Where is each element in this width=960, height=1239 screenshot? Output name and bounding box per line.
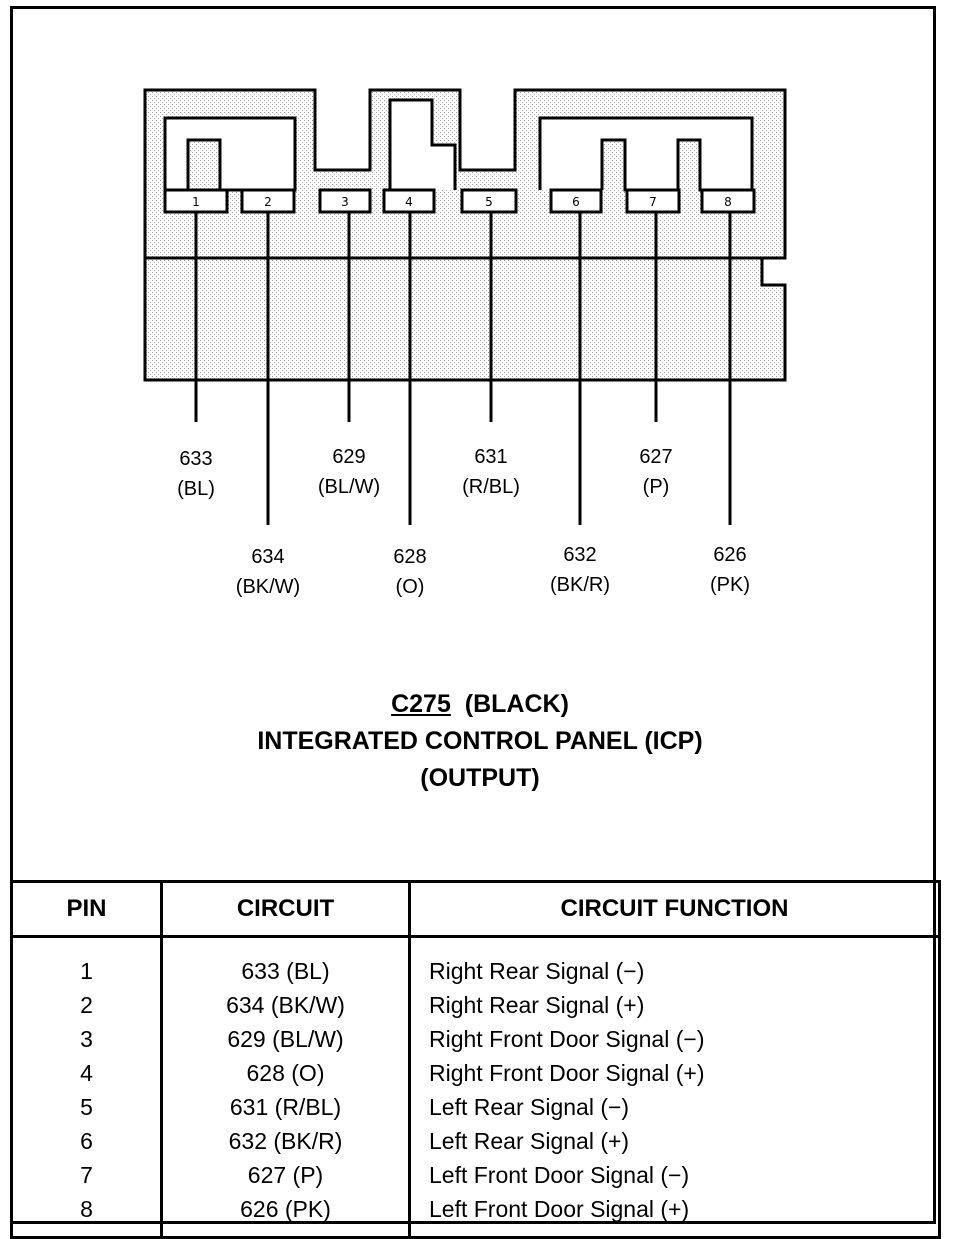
table-header-row: PIN CIRCUIT CIRCUIT FUNCTION [10,880,941,938]
wire-circuit-number: 626 [713,544,747,566]
pin-box-7 [625,188,681,214]
pin-box-3 [318,188,372,214]
connector-id: C275 [391,690,451,718]
wire-label-4: 628 (O) [350,542,470,602]
wire-label-2: 634 (BK/W) [208,542,328,602]
circuit-cell: 629 (BL/W) [160,1022,411,1056]
connector-caption: C275 (BLACK) INTEGRATED CONTROL PANEL (I… [0,686,960,797]
wire-circuit-number: 634 [251,546,285,568]
cavity-middle [388,98,457,190]
connector-color: (BLACK) [464,690,569,718]
circuit-cell: 627 (P) [160,1158,411,1192]
pin-cell: 7 [10,1158,163,1192]
wire-circuit-number: 629 [332,446,366,468]
pin-cell: 2 [10,988,163,1022]
wire-label-3: 629 (BL/W) [289,442,409,502]
wire-color-code: (PK) [710,574,750,596]
connector-subtitle: (OUTPUT) [420,764,540,792]
function-cell: Right Front Door Signal (−) [408,1022,941,1056]
pin-cell: 6 [10,1124,163,1158]
pin-cell: 4 [10,1056,163,1090]
pin-box-8 [700,188,756,214]
pin-cell: 3 [10,1022,163,1056]
wire-label-8: 626 (PK) [670,540,790,600]
wire-color-code: (BK/R) [550,574,610,596]
wire-circuit-number: 627 [639,446,673,468]
function-cell: Left Rear Signal (+) [408,1124,941,1158]
wire-color-code: (O) [395,576,425,598]
caption-line-1: C275 (BLACK) [0,686,960,723]
wire-label-1: 633 (BL) [136,444,256,504]
function-cell: Right Rear Signal (+) [408,988,941,1022]
wire-circuit-number: 633 [179,448,213,470]
pin-number-4: 4 [405,195,413,209]
header-circuit: CIRCUIT [160,880,411,938]
circuit-cell: 634 (BK/W) [160,988,411,1022]
wire-label-5: 631 (R/BL) [431,442,551,502]
pin-box-6 [549,188,603,214]
wire-color-code: (BL) [177,478,215,500]
pin-number-8: 8 [724,195,732,209]
wire-color-code: (R/BL) [462,476,520,498]
wire-circuit-number: 631 [474,446,508,468]
pin-number-6: 6 [572,195,580,209]
connector-diagram: 1 2 3 4 5 6 7 8 [143,88,787,525]
header-function: CIRCUIT FUNCTION [408,880,941,938]
pin-cell: 5 [10,1090,163,1124]
circuit-cell: 631 (R/BL) [160,1090,411,1124]
function-cell: Left Rear Signal (−) [408,1090,941,1124]
pin-box-5 [460,188,518,214]
header-pin: PIN [10,880,163,938]
pin-number-3: 3 [341,195,349,209]
pin-cell: 1 [10,936,163,988]
pin-number-2: 2 [264,195,272,209]
function-cell: Right Front Door Signal (+) [408,1056,941,1090]
circuit-cell: 626 (PK) [160,1192,411,1239]
wire-color-code: (BL/W) [317,476,381,498]
circuit-cell: 633 (BL) [160,936,411,988]
function-cell: Right Rear Signal (−) [408,936,941,988]
wire-color-code: (BK/W) [235,576,301,598]
cavity-left [163,116,297,192]
wire-circuit-number: 632 [563,544,597,566]
cavity-right [538,116,754,192]
circuit-cell: 632 (BK/R) [160,1124,411,1158]
circuit-cell: 628 (O) [160,1056,411,1090]
wire-circuit-number: 628 [393,546,427,568]
wire-label-6: 632 (BK/R) [520,540,640,600]
function-cell: Left Front Door Signal (+) [408,1192,941,1239]
pin-number-1: 1 [192,195,200,209]
wire-label-7: 627 (P) [596,442,716,502]
function-cell: Left Front Door Signal (−) [408,1158,941,1192]
wire-color-code: (P) [642,476,670,498]
pin-number-7: 7 [649,195,657,209]
pin-number-5: 5 [485,195,493,209]
connector-title: INTEGRATED CONTROL PANEL (ICP) [257,727,703,755]
pin-cell: 8 [10,1192,163,1239]
